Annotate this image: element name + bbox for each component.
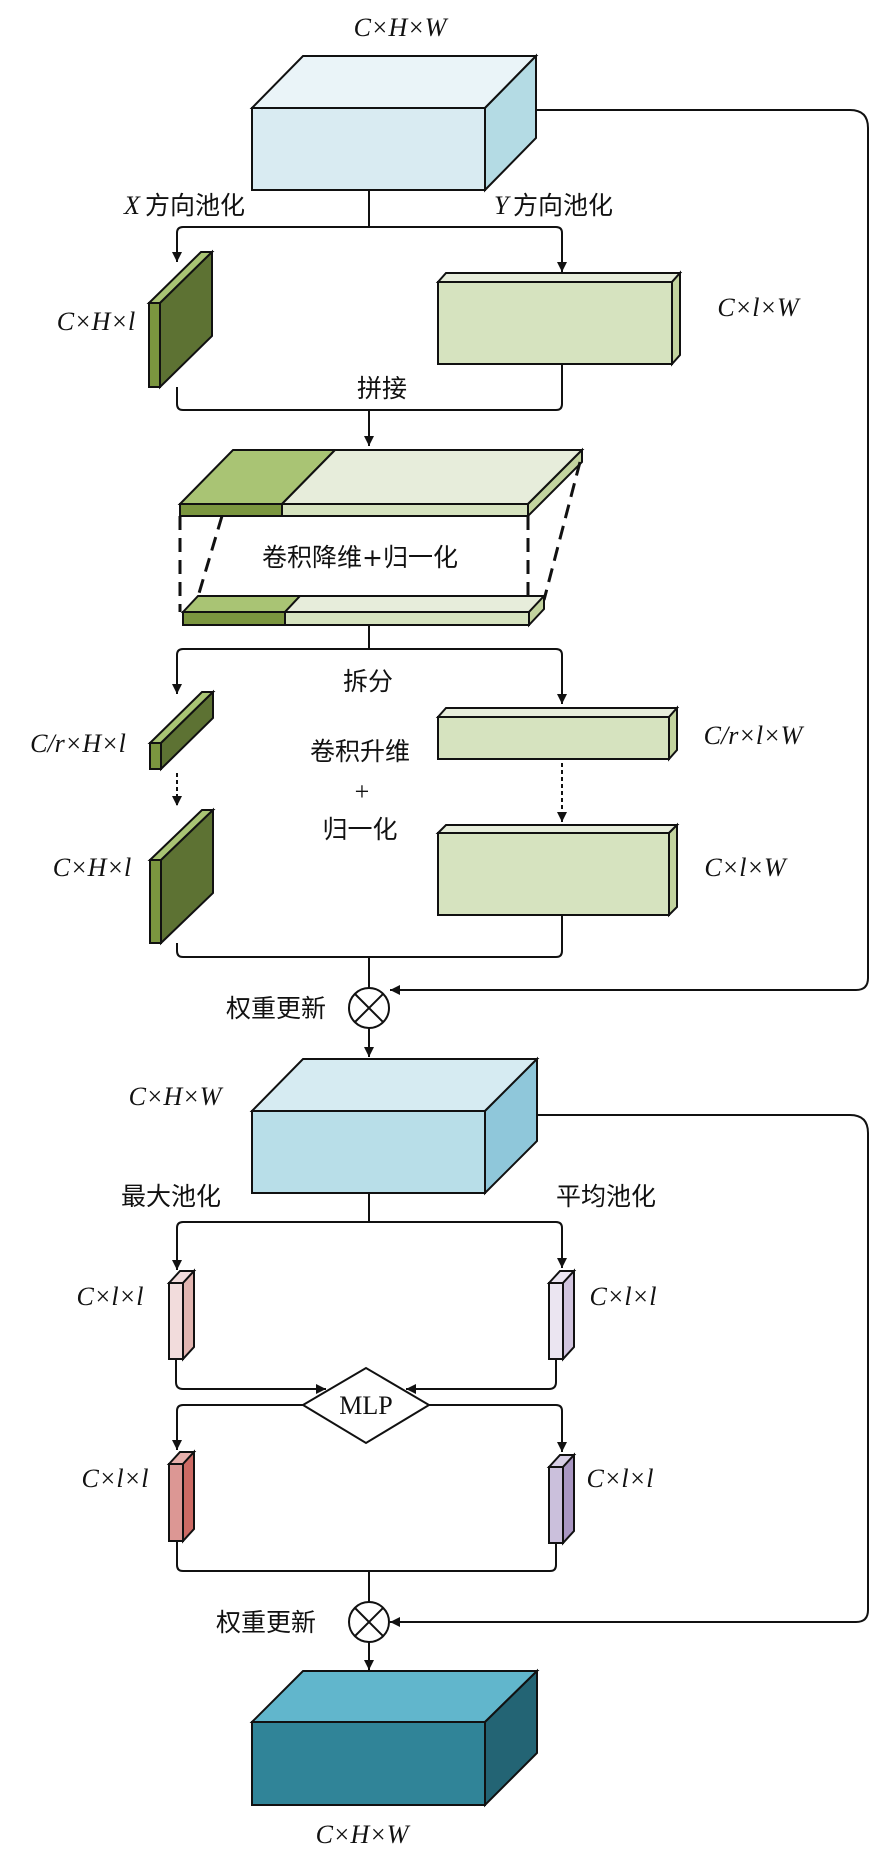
max-mlp-dim: C×l×l <box>82 1464 149 1493</box>
y-reduced-dim: C/r×l×W <box>704 721 805 750</box>
y-reduced-block <box>435 705 680 762</box>
y-expanded-block <box>435 822 680 918</box>
avg-pooled-dim: C×l×l <box>590 1282 657 1311</box>
split-branch-right <box>176 648 567 704</box>
normalize-label: 归一化 <box>322 815 397 844</box>
max-pooled-bar <box>166 1268 197 1362</box>
max-to-mlp <box>175 1359 326 1394</box>
x-prefix: X <box>123 191 141 220</box>
avg-pool-label: 平均池化 <box>556 1182 656 1211</box>
conv-expand-label: 卷积升维 <box>310 737 410 766</box>
mlp-label: MLP <box>339 1391 392 1420</box>
mlp-to-avg <box>429 1404 567 1452</box>
residual-connector-2 <box>390 1114 869 1627</box>
y-pool-label: 方向池化 <box>513 191 613 220</box>
cube-front-face <box>251 107 486 191</box>
x-reduced-slab <box>147 689 216 772</box>
concat-label: 拼接 <box>357 374 407 403</box>
weight-update-label-2: 权重更新 <box>216 1608 316 1637</box>
max-pool-label: 最大池化 <box>121 1182 221 1211</box>
y-pooled-dim: C×l×W <box>717 293 801 322</box>
x-pool-label: 方向池化 <box>145 191 245 220</box>
pool-branch-right <box>176 226 567 272</box>
residual-connector-1 <box>390 109 869 995</box>
mlp-to-max <box>172 1404 303 1450</box>
x-pooled-slab <box>146 249 215 390</box>
channel-join <box>176 1541 557 1572</box>
input-dim-label: C×H×W <box>354 13 449 42</box>
x-expanded-dim: C×H×l <box>53 853 131 882</box>
mid-dim-label: C×H×W <box>129 1082 224 1111</box>
avg-mlp-bar <box>546 1452 577 1546</box>
channel-branch-right <box>176 1221 567 1270</box>
conv-reduce-label: 卷积降维+归一化 <box>262 543 458 572</box>
x-pooled-dim: C×H×l <box>57 307 135 336</box>
input-feature-cube <box>249 53 539 193</box>
output-feature-cube <box>249 1668 540 1808</box>
multiply-icon-2 <box>348 1601 390 1643</box>
output-dim-label: C×H×W <box>316 1820 411 1849</box>
avg-pooled-bar <box>546 1268 577 1362</box>
conv-expand-plus: + <box>355 777 370 806</box>
weight-update-label-1: 权重更新 <box>226 994 326 1023</box>
max-pooled-dim: C×l×l <box>77 1282 144 1311</box>
mid-feature-cube <box>249 1056 540 1196</box>
concat-slab <box>177 447 585 519</box>
x-expanded-slab <box>147 807 216 946</box>
x-reduced-dim: C/r×H×l <box>30 729 126 758</box>
y-pooled-block <box>435 270 683 367</box>
avg-mlp-dim: C×l×l <box>587 1464 654 1493</box>
max-mlp-bar <box>166 1449 197 1544</box>
split-label: 拆分 <box>343 667 393 696</box>
multiply-icon <box>348 987 390 1029</box>
y-expanded-dim: C×l×W <box>704 853 788 882</box>
reduced-slab <box>180 593 547 628</box>
avg-to-mlp <box>406 1359 557 1394</box>
y-prefix: Y <box>494 191 511 220</box>
expand-join <box>176 915 563 958</box>
